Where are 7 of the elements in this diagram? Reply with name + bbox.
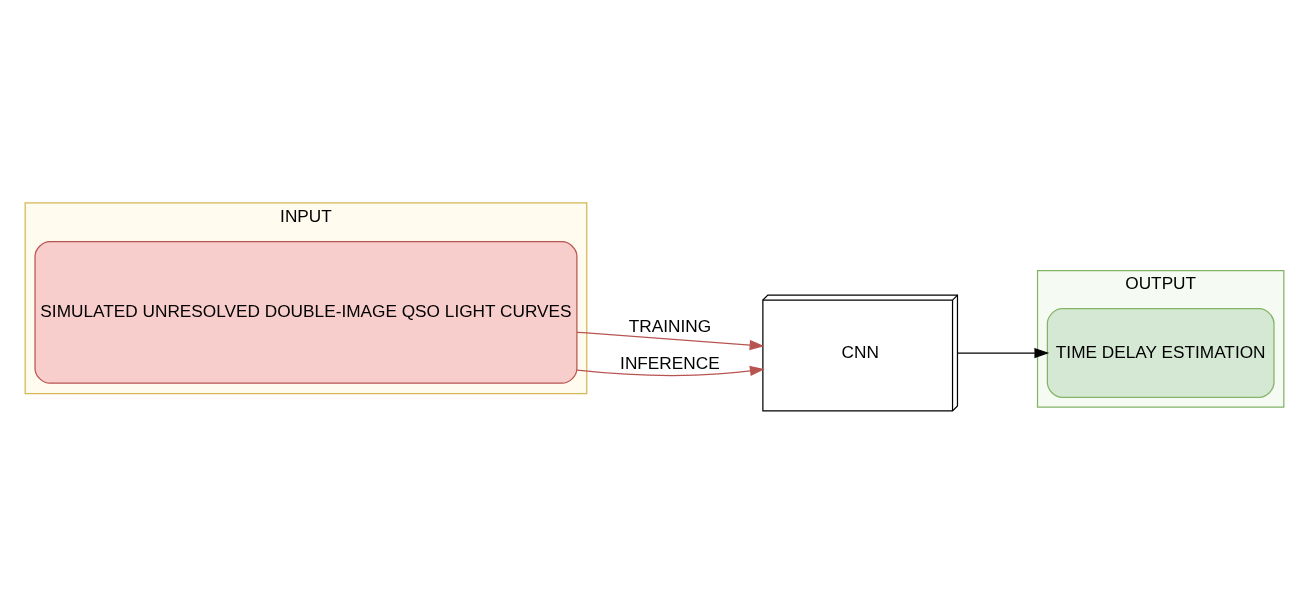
arrow [957,347,1050,359]
arrow [576,331,765,351]
edge-label: TRAINING [628,316,712,337]
node-box: SIMULATED UNRESOLVED DOUBLE-IMAGE QSO LIGHT CURVES [34,240,578,384]
node-box: TIME DELAY ESTIMATION [1046,308,1275,398]
arrow [576,365,765,377]
edge-label: INFERENCE [620,353,720,374]
